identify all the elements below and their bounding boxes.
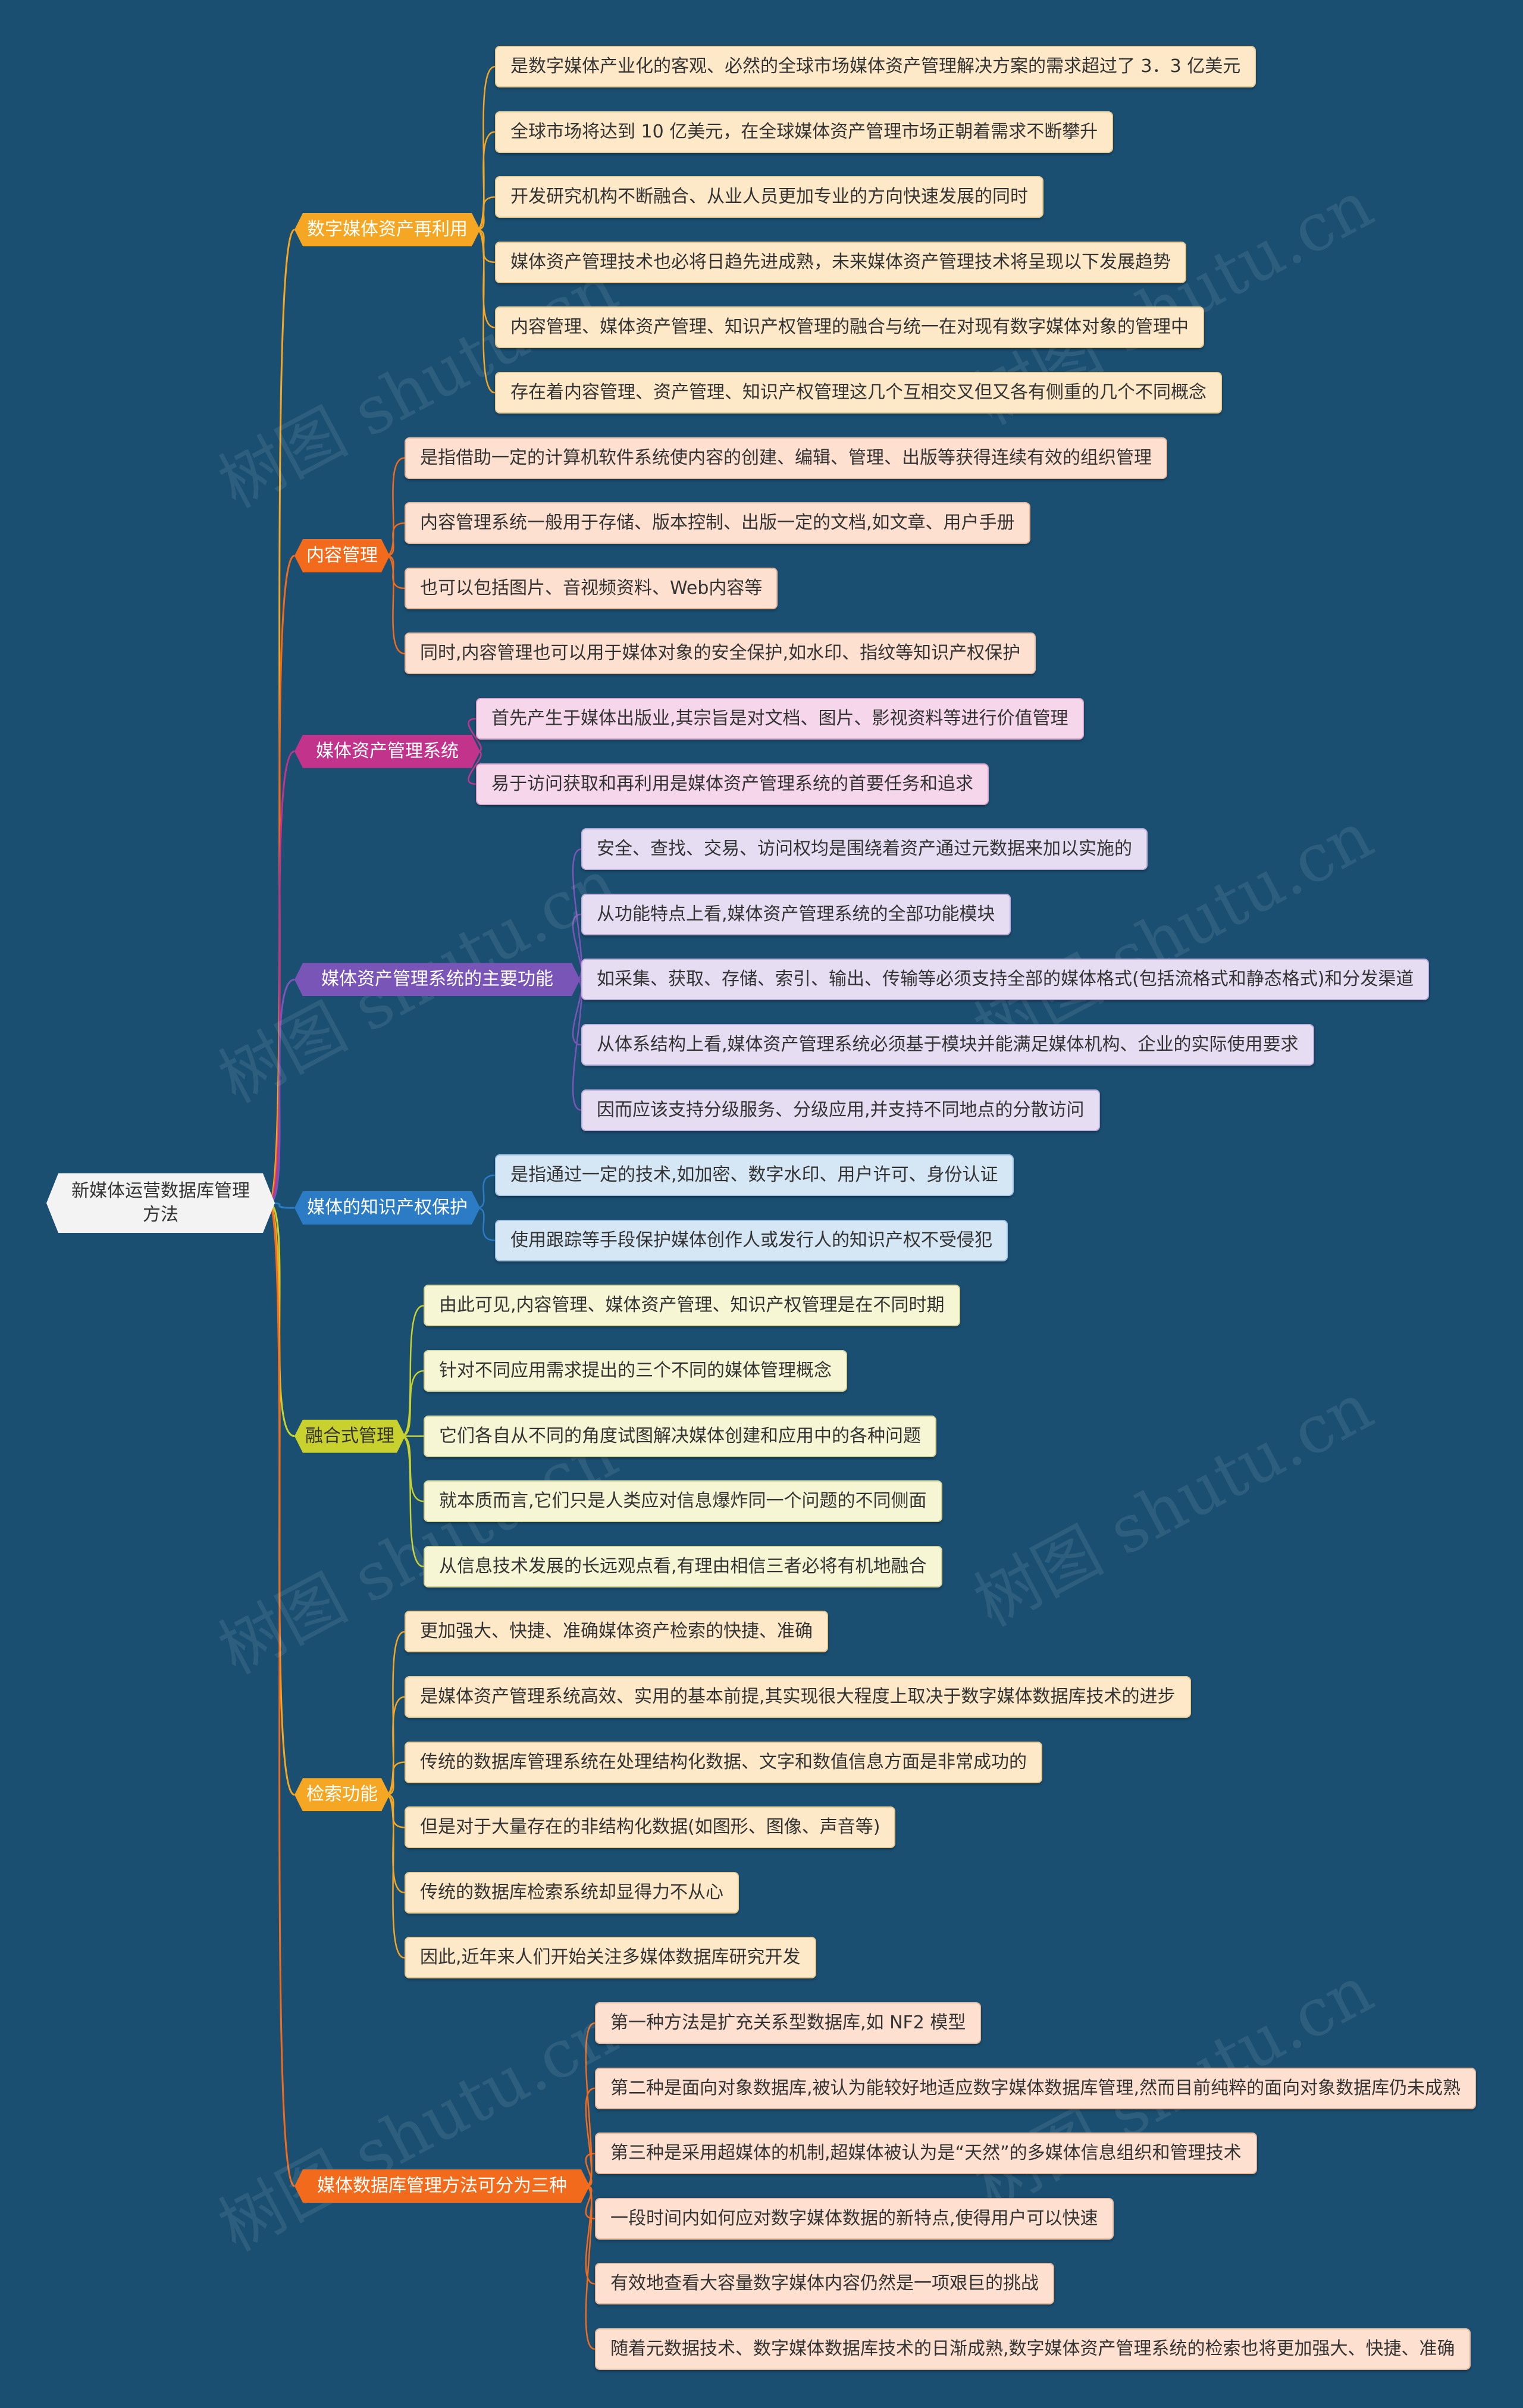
connector-line: [268, 555, 295, 1204]
connector-line: [268, 1202, 295, 1796]
leaf-topic[interactable]: 随着元数据技术、数字媒体数据库技术的日渐成熟,数字媒体资产管理系统的检索也将更加…: [595, 2328, 1471, 2370]
connector-line: [476, 228, 496, 328]
connector-line: [386, 1794, 405, 1828]
branch-topic-3[interactable]: 媒体资产管理系统: [294, 735, 480, 768]
connector-line: [386, 1761, 405, 1796]
root-topic[interactable]: 新媒体运营数据库管理方法: [46, 1173, 275, 1233]
connector-line: [268, 750, 295, 1204]
leaf-topic[interactable]: 第一种方法是扩充关系型数据库,如 NF2 模型: [595, 2002, 982, 2044]
leaf-topic[interactable]: 存在着内容管理、资产管理、知识产权管理这几个互相交叉但又各有侧重的几个不同概念: [495, 372, 1222, 414]
leaf-topic[interactable]: 因此,近年来人们开始关注多媒体数据库研究开发: [405, 1937, 816, 1979]
connector-line: [585, 2185, 596, 2350]
connector-line: [401, 1435, 424, 1568]
leaf-topic[interactable]: 传统的数据库检索系统却显得力不从心: [405, 1871, 739, 1914]
leaf-topic[interactable]: 是媒体资产管理系统高效、实用的基本前提,其实现很大程度上取决于数字媒体数据库技术…: [405, 1676, 1191, 1718]
leaf-topic[interactable]: 使用跟踪等手段保护媒体创作人或发行人的知识产权不受侵犯: [495, 1219, 1008, 1261]
connector-line: [386, 522, 405, 557]
connector-line: [476, 65, 496, 231]
connector-line: [476, 196, 496, 231]
leaf-topic[interactable]: 首先产生于媒体出版业,其宗旨是对文档、图片、影视资料等进行价值管理: [476, 698, 1084, 740]
leaf-topic[interactable]: 一段时间内如何应对数字媒体数据的新特点,使得用户可以快速: [595, 2197, 1114, 2240]
connector-line: [585, 2185, 596, 2220]
leaf-topic[interactable]: 从体系结构上看,媒体资产管理系统必须基于模块并能满足媒体机构、企业的实际使用要求: [581, 1024, 1314, 1066]
leaf-topic[interactable]: 它们各自从不同的角度试图解决媒体创建和应用中的各种问题: [424, 1415, 936, 1457]
connector-line: [386, 1794, 405, 1894]
leaf-topic[interactable]: 安全、查找、交易、访问权均是围绕着资产通过元数据来加以实施的: [581, 828, 1148, 870]
leaf-topic[interactable]: 开发研究机构不断融合、从业人员更加专业的方向快速发展的同时: [495, 176, 1043, 218]
connector-line: [401, 1435, 424, 1502]
connector-line: [386, 1631, 405, 1796]
branch-topic-1[interactable]: 数字媒体资产再利用: [294, 213, 480, 246]
branch-topic-2[interactable]: 内容管理: [294, 539, 390, 572]
connector-line: [572, 913, 582, 981]
leaf-topic[interactable]: 更加强大、快捷、准确媒体资产检索的快捷、准确: [405, 1611, 828, 1653]
connector-line: [386, 1696, 405, 1796]
connector-line: [468, 750, 482, 785]
connector-line: [268, 1202, 295, 1209]
leaf-topic[interactable]: 易于访问获取和再利用是媒体资产管理系统的首要任务和追求: [476, 763, 989, 805]
connector-line: [476, 228, 496, 394]
leaf-topic[interactable]: 从信息技术发展的长远观点看,有理由相信三者必将有机地融合: [424, 1545, 942, 1587]
leaf-topic[interactable]: 由此可见,内容管理、媒体资产管理、知识产权管理是在不同时期: [424, 1285, 960, 1327]
leaf-topic[interactable]: 有效地查看大容量数字媒体内容仍然是一项艰巨的挑战: [595, 2263, 1054, 2305]
leaf-topic[interactable]: 传统的数据库管理系统在处理结构化数据、文字和数值信息方面是非常成功的: [405, 1741, 1042, 1783]
connector-line: [386, 457, 405, 557]
connector-line: [585, 2152, 596, 2187]
connector-line: [476, 228, 496, 264]
leaf-topic[interactable]: 就本质而言,它们只是人类应对信息爆炸同一个问题的不同侧面: [424, 1480, 942, 1523]
leaf-topic[interactable]: 是指借助一定的计算机软件系统使内容的创建、编辑、管理、出版等获得连续有效的组织管…: [405, 437, 1167, 479]
leaf-topic[interactable]: 针对不同应用需求提出的三个不同的媒体管理概念: [424, 1350, 847, 1392]
branch-topic-7[interactable]: 检索功能: [294, 1778, 390, 1811]
leaf-topic[interactable]: 内容管理系统一般用于存储、版本控制、出版一定的文档,如文章、用户手册: [405, 502, 1030, 544]
leaf-topic[interactable]: 是数字媒体产业化的客观、必然的全球市场媒体资产管理解决方案的需求超过了 3．3 …: [495, 46, 1256, 87]
branch-topic-4[interactable]: 媒体资产管理系统的主要功能: [294, 963, 580, 996]
connector-line: [476, 1207, 496, 1242]
connector-line: [476, 1174, 496, 1209]
connector-line: [401, 1370, 424, 1437]
connector-line: [386, 1794, 405, 1959]
branch-topic-5[interactable]: 媒体的知识产权保护: [294, 1191, 480, 1225]
leaf-topic[interactable]: 因而应该支持分级服务、分级应用,并支持不同地点的分散访问: [581, 1089, 1100, 1131]
connector-line: [268, 228, 296, 1204]
connector-line: [268, 1202, 296, 2187]
leaf-topic[interactable]: 内容管理、媒体资产管理、知识产权管理的融合与统一在对现有数字媒体对象的管理中: [495, 306, 1204, 349]
connector-line: [268, 1202, 295, 1438]
leaf-topic[interactable]: 也可以包括图片、音视频资料、Web内容等: [405, 567, 778, 609]
leaf-topic[interactable]: 第二种是面向对象数据库,被认为能较好地适应数字媒体数据库管理,然而目前纯粹的面向…: [595, 2067, 1477, 2109]
connector-line: [585, 2087, 596, 2187]
leaf-topic[interactable]: 如采集、获取、存储、索引、输出、传输等必须支持全部的媒体格式(包括流格式和静态格…: [581, 959, 1430, 1001]
branch-topic-6[interactable]: 融合式管理: [294, 1420, 405, 1453]
leaf-topic[interactable]: 但是对于大量存在的非结构化数据(如图形、图像、声音等): [405, 1806, 896, 1849]
connector-line: [268, 978, 295, 1204]
leaf-topic[interactable]: 媒体资产管理技术也必将日趋先进成熟，未来媒体资产管理技术将呈现以下发展趋势: [495, 241, 1186, 283]
connector-line: [468, 718, 482, 753]
leaf-topic[interactable]: 第三种是采用超媒体的机制,超媒体被认为是“天然”的多媒体信息组织和管理技术: [595, 2133, 1257, 2175]
connector-line: [572, 979, 582, 1111]
connector-line: [476, 131, 496, 231]
connector-line: [386, 555, 405, 655]
branch-topic-8[interactable]: 媒体数据库管理方法可分为三种: [294, 2169, 590, 2203]
leaf-topic[interactable]: 全球市场将达到 10 亿美元，在全球媒体资产管理市场正朝着需求不断攀升: [495, 111, 1114, 153]
connector-line: [401, 1305, 424, 1437]
connector-line: [386, 555, 405, 590]
leaf-topic[interactable]: 同时,内容管理也可以用于媒体对象的安全保护,如水印、指纹等知识产权保护: [405, 632, 1036, 675]
connector-line: [585, 2185, 596, 2285]
leaf-topic[interactable]: 从功能特点上看,媒体资产管理系统的全部功能模块: [581, 893, 1011, 935]
leaf-topic[interactable]: 是指通过一定的技术,如加密、数字水印、用户许可、身份认证: [495, 1154, 1014, 1197]
